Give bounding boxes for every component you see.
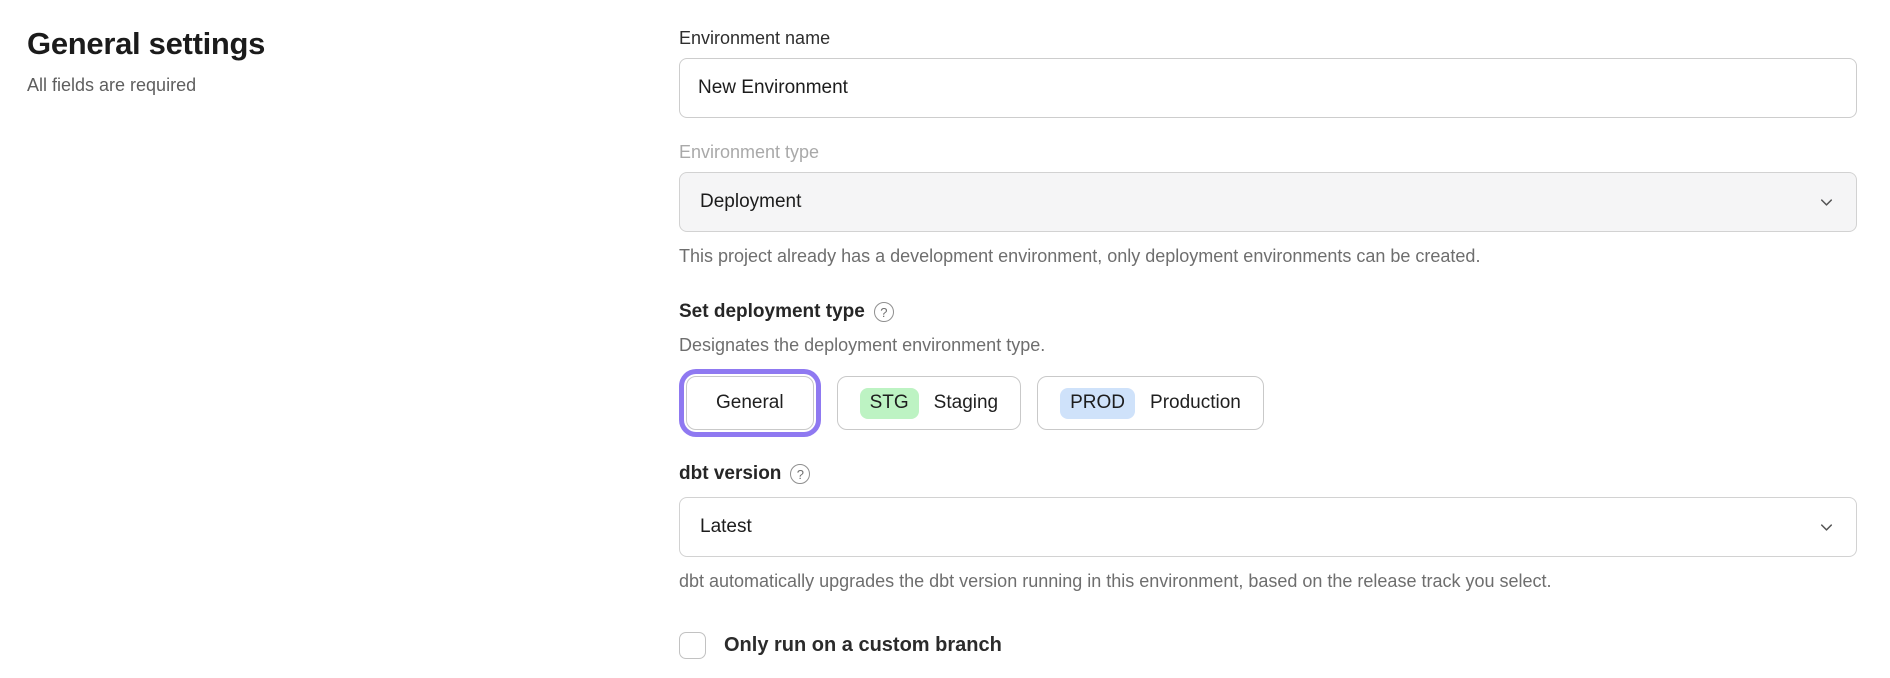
help-icon[interactable]: ? (790, 464, 811, 485)
deployment-type-option-staging[interactable]: STG Staging (836, 376, 1022, 431)
environment-type-value: Deployment (700, 191, 802, 212)
deployment-type-label-text: Set deployment type (679, 301, 865, 323)
help-icon[interactable]: ? (873, 302, 894, 323)
custom-branch-checkbox[interactable] (679, 631, 706, 659)
staging-badge: STG (859, 387, 919, 419)
deployment-type-option-general-label: General (716, 392, 784, 414)
dbt-version-label-text: dbt version (679, 463, 782, 485)
chevron-down-icon (1817, 518, 1836, 537)
dbt-version-helper: dbt automatically upgrades the dbt versi… (679, 571, 1552, 592)
deployment-type-option-production[interactable]: PROD Production (1037, 376, 1264, 431)
settings-header: General settings All fields are required (27, 26, 587, 96)
custom-branch-row: Only run on a custom branch (679, 631, 1857, 659)
dbt-version-section-label: dbt version ? (679, 463, 1857, 485)
dbt-version-value: Latest (700, 516, 752, 538)
deployment-type-option-general[interactable]: General (686, 376, 814, 431)
environment-type-select: Deployment (679, 172, 1857, 232)
environment-settings-form: Environment name Environment type Deploy… (679, 28, 1857, 659)
custom-branch-label: Only run on a custom branch (724, 633, 1002, 656)
environment-type-label: Environment type (679, 142, 820, 162)
deployment-type-section-label: Set deployment type ? (679, 301, 1857, 323)
deployment-type-option-staging-label: Staging (933, 392, 999, 414)
environment-name-input[interactable] (679, 58, 1857, 118)
page-subtitle: All fields are required (27, 74, 197, 95)
environment-name-label: Environment name (679, 28, 831, 48)
chevron-down-icon (1817, 193, 1836, 212)
deployment-type-option-production-label: Production (1150, 392, 1241, 414)
dbt-version-select[interactable]: Latest (679, 497, 1857, 558)
deployment-type-description: Designates the deployment environment ty… (679, 335, 1046, 356)
environment-type-helper: This project already has a development e… (679, 246, 1481, 266)
deployment-type-options: General STG Staging PROD Production (679, 371, 1857, 435)
production-badge: PROD (1060, 387, 1136, 419)
page-title: General settings (27, 26, 266, 61)
